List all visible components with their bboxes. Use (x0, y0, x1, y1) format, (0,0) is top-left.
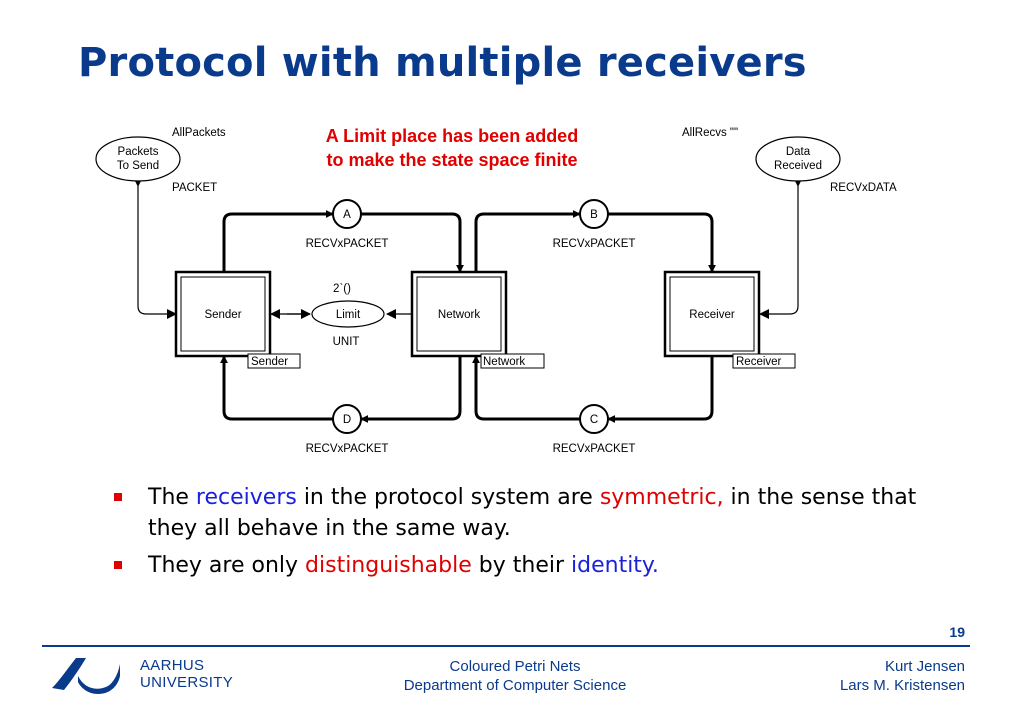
initial-marking-label: AllRecvs "" (682, 127, 738, 139)
place-name-line: Packets (118, 146, 159, 158)
place-name: D (343, 414, 351, 426)
place-name: B (590, 209, 598, 221)
initial-marking-label: 2`() (333, 283, 351, 295)
subpage-tag-network: Network (480, 353, 545, 369)
arc-b-to-receiver (608, 212, 716, 273)
transition-name: Sender (204, 309, 241, 321)
color-set-label: RECVxPACKET (553, 238, 636, 250)
color-set-label: RECVxPACKET (553, 443, 636, 455)
color-set-label: RECVxDATA (830, 182, 897, 194)
transition-name: Receiver (689, 309, 735, 321)
svg-text:Sender: Sender (251, 356, 288, 368)
color-set-label: PACKET (172, 182, 217, 194)
page-number: 19 (949, 624, 965, 640)
place-limit: Limit (311, 300, 385, 328)
slide-title: Protocol with multiple receivers (78, 40, 807, 86)
subpage-tag-sender: Sender (247, 353, 301, 369)
transition-sender: Sender (174, 270, 272, 358)
bullet-text: They are only distinguishable by their i… (148, 553, 659, 578)
place-d: D (332, 404, 362, 434)
arc-a-to-network (361, 212, 464, 273)
bullet-square-icon (114, 493, 122, 501)
arc-receiver-to-c (607, 356, 714, 423)
initial-marking-label: AllPackets (172, 127, 226, 139)
place-name: Limit (336, 309, 361, 321)
place-name-line: Received (774, 160, 822, 172)
place-data-received: Data Received (755, 136, 841, 182)
color-set-label: RECVxPACKET (306, 238, 389, 250)
limit-annotation: A Limit place has been added to make the… (282, 124, 622, 172)
bullet-item: They are only distinguishable by their i… (112, 550, 972, 581)
bullet-square-icon (114, 561, 122, 569)
place-name: C (590, 414, 598, 426)
annotation-line: to make the state space finite (326, 150, 578, 170)
thick-arcs (220, 210, 716, 423)
arc-sender-to-a (222, 210, 334, 272)
transition-name: Network (438, 309, 480, 321)
color-set-label: RECVxPACKET (306, 443, 389, 455)
arc-packets-sender (133, 177, 177, 319)
arc-network-to-b (474, 210, 581, 272)
annotation-line: A Limit place has been added (325, 126, 579, 146)
place-name-line: To Send (117, 160, 159, 172)
footer-divider (42, 645, 970, 647)
color-set-label: UNIT (333, 336, 360, 348)
aarhus-university-logo-icon (52, 658, 120, 694)
place-name-line: Data (786, 146, 811, 158)
arc-network-to-d (360, 356, 462, 423)
svg-text:Network: Network (483, 356, 525, 368)
place-b: B (579, 199, 609, 229)
thin-arcs (133, 177, 803, 319)
transition-network: Network (410, 270, 508, 358)
place-c: C (579, 404, 609, 434)
petri-net-diagram: Packets To Send AllPackets PACKET Data R… (95, 127, 897, 455)
arc-d-to-sender (220, 355, 333, 421)
footer-course: Coloured Petri Nets Department of Comput… (403, 658, 627, 694)
bullet-text: The receivers in the protocol system are… (148, 485, 917, 541)
place-packets-to-send: Packets To Send (95, 136, 181, 182)
bullet-item: The receivers in the protocol system are… (112, 482, 972, 544)
university-name: AARHUS UNIVERSITY (140, 657, 234, 691)
subpage-tag-receiver: Receiver (732, 353, 796, 369)
place-name: A (343, 209, 351, 221)
svg-text:Receiver: Receiver (736, 356, 782, 368)
place-a: A (332, 199, 362, 229)
footer-authors: Kurt Jensen Lars M. Kristensen (839, 658, 965, 694)
transition-receiver: Receiver (663, 270, 761, 358)
bullet-list: The receivers in the protocol system are… (112, 482, 972, 587)
arc-c-to-network (472, 355, 580, 421)
arc-data-receiver (759, 177, 803, 319)
